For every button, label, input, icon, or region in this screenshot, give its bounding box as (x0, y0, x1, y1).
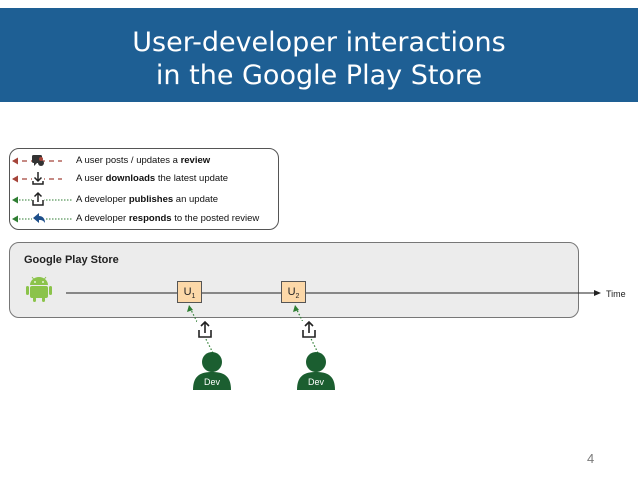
upload-icon (32, 191, 44, 206)
legend-respond-arrow (12, 212, 72, 225)
developer-avatar-1 (193, 352, 231, 390)
upload-icon (197, 320, 213, 338)
time-axis-arrowhead (594, 290, 601, 296)
legend-item-respond: A developer responds to the posted revie… (10, 210, 280, 228)
legend-text-review: A user posts / updates a review (76, 155, 211, 166)
legend-text-publish: A developer publishes an update (76, 194, 219, 205)
legend-item-review: A user posts / updates a review (10, 152, 280, 170)
title-bar (0, 8, 638, 102)
review-icon (32, 155, 44, 166)
legend-text-download: A user downloads the latest update (76, 173, 229, 184)
slide-title-line-2: in the Google Play Store (155, 60, 483, 91)
legend-item-download: A user downloads the latest update (10, 170, 280, 188)
play-store-lane: Google Play Store (9, 242, 579, 318)
android-icon (26, 276, 52, 302)
legend-publish-arrow (12, 191, 72, 206)
time-label: Time (606, 289, 626, 299)
update-box-u1: U1 (177, 281, 202, 303)
legend-box: A user posts / updates a review A user d… (9, 148, 279, 230)
legend-download-arrow (12, 172, 62, 185)
legend-item-publish: A developer publishes an update (10, 191, 280, 209)
download-icon (32, 172, 44, 185)
play-store-label: Google Play Store (24, 254, 119, 266)
page-number: 4 (587, 451, 595, 466)
developer-avatar-2 (297, 352, 335, 390)
developer-label-2: Dev (307, 377, 324, 387)
legend-text-respond: A developer responds to the posted revie… (76, 213, 260, 224)
slide-title-line-1: User-developer interactions (132, 27, 506, 58)
developer-label-1: Dev (203, 377, 220, 387)
legend-review-arrow (12, 155, 62, 166)
upload-icon (301, 320, 317, 338)
update-box-u2: U2 (281, 281, 306, 303)
reply-icon (32, 212, 46, 225)
